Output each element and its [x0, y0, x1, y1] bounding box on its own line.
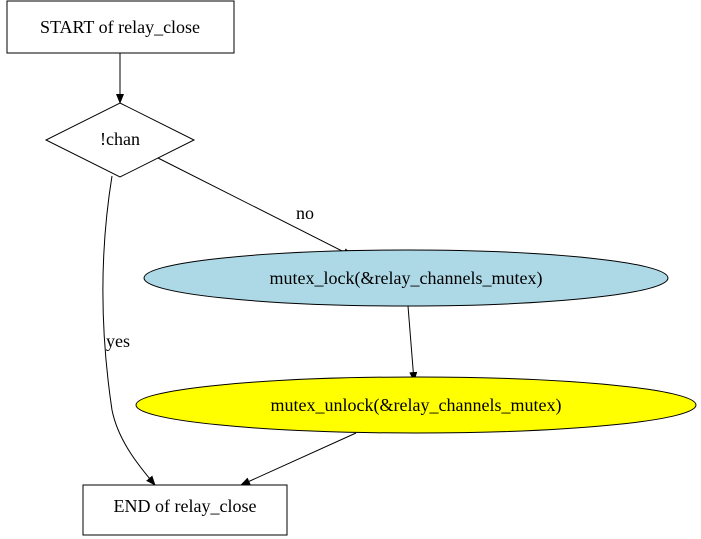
start-box — [6, 0, 235, 54]
node-unlock: mutex_unlock(&relay_channels_mutex) — [135, 376, 697, 434]
edge-cond-to-end: yes — [102, 175, 156, 486]
node-lock: mutex_lock(&relay_channels_mutex) — [143, 249, 669, 307]
decision-label: !chan — [100, 129, 140, 149]
unlock-ellipse — [135, 376, 697, 434]
lock-ellipse — [143, 249, 669, 307]
start-label: START of relay_close — [40, 17, 200, 37]
end-label: END of relay_close — [114, 496, 257, 516]
node-start: START of relay_close — [6, 0, 235, 54]
lock-label: mutex_lock(&relay_channels_mutex) — [270, 268, 543, 289]
edge-label-yes: yes — [106, 331, 130, 351]
edge-cond-to-lock: no — [157, 157, 353, 257]
edge-lock-to-unlock — [407, 305, 418, 382]
edge-label-no: no — [296, 203, 314, 223]
node-end: END of relay_close — [82, 484, 288, 536]
end-box — [82, 484, 288, 536]
unlock-label: mutex_unlock(&relay_channels_mutex) — [271, 395, 562, 416]
edge-unlock-to-end — [240, 432, 357, 486]
node-cond: !chan — [44, 102, 196, 178]
decision-diamond — [44, 102, 196, 178]
